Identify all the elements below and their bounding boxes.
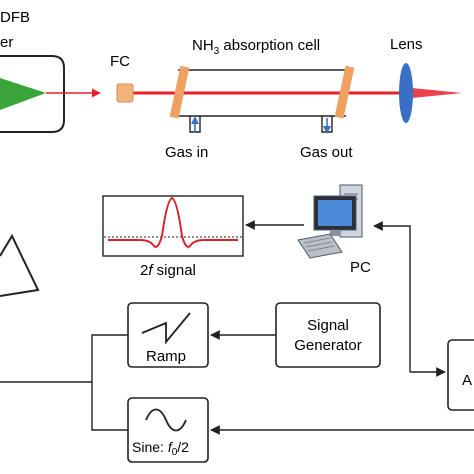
dfb-label: DFB xyxy=(0,9,30,26)
signal-generator-block: Signal Generator xyxy=(275,302,381,368)
dfb-laser: DFB er xyxy=(0,9,65,133)
signal-generator-line1: Signal xyxy=(307,317,349,334)
sine-wave-icon xyxy=(145,408,187,432)
laser-focus xyxy=(412,88,462,98)
gas-out-label: Gas out xyxy=(300,144,353,161)
laser-cone xyxy=(0,78,46,110)
cell-window-right xyxy=(334,65,355,119)
gas-in-label: Gas in xyxy=(165,144,208,161)
lens-label: Lens xyxy=(390,36,423,53)
ramp-label: Ramp xyxy=(146,348,186,365)
ramp-output-line xyxy=(0,334,128,383)
signal-generator-line2: Generator xyxy=(294,337,362,354)
computer-icon: PC xyxy=(297,184,371,276)
amplifier-partial xyxy=(0,233,40,297)
pc-label: PC xyxy=(350,259,371,276)
signal-curve xyxy=(108,196,238,248)
sawtooth-wave-icon xyxy=(141,312,191,345)
amp-label: A xyxy=(462,372,472,389)
absorption-cell: NH3 absorption cell Gas in Gas out xyxy=(165,37,355,161)
laser-label: er xyxy=(0,34,13,51)
fc-label: FC xyxy=(110,53,130,70)
lens: Lens xyxy=(390,36,423,123)
cell-window-left xyxy=(169,65,190,119)
cell-title: NH3 absorption cell xyxy=(192,37,320,57)
sine-output-line xyxy=(91,382,128,431)
sine-label: Sine: f0/2 xyxy=(132,439,189,458)
sine-block: Sine: f0/2 xyxy=(127,397,209,463)
fiber-collimator: FC xyxy=(110,53,134,103)
lens-icon xyxy=(399,63,413,123)
signal-plot: 2f signal xyxy=(102,195,244,279)
ramp-block: Ramp xyxy=(127,302,209,368)
signal-label: 2f signal xyxy=(140,262,196,279)
arrow-amp-to-pc xyxy=(373,221,411,372)
amplifier-block: A xyxy=(447,339,474,411)
